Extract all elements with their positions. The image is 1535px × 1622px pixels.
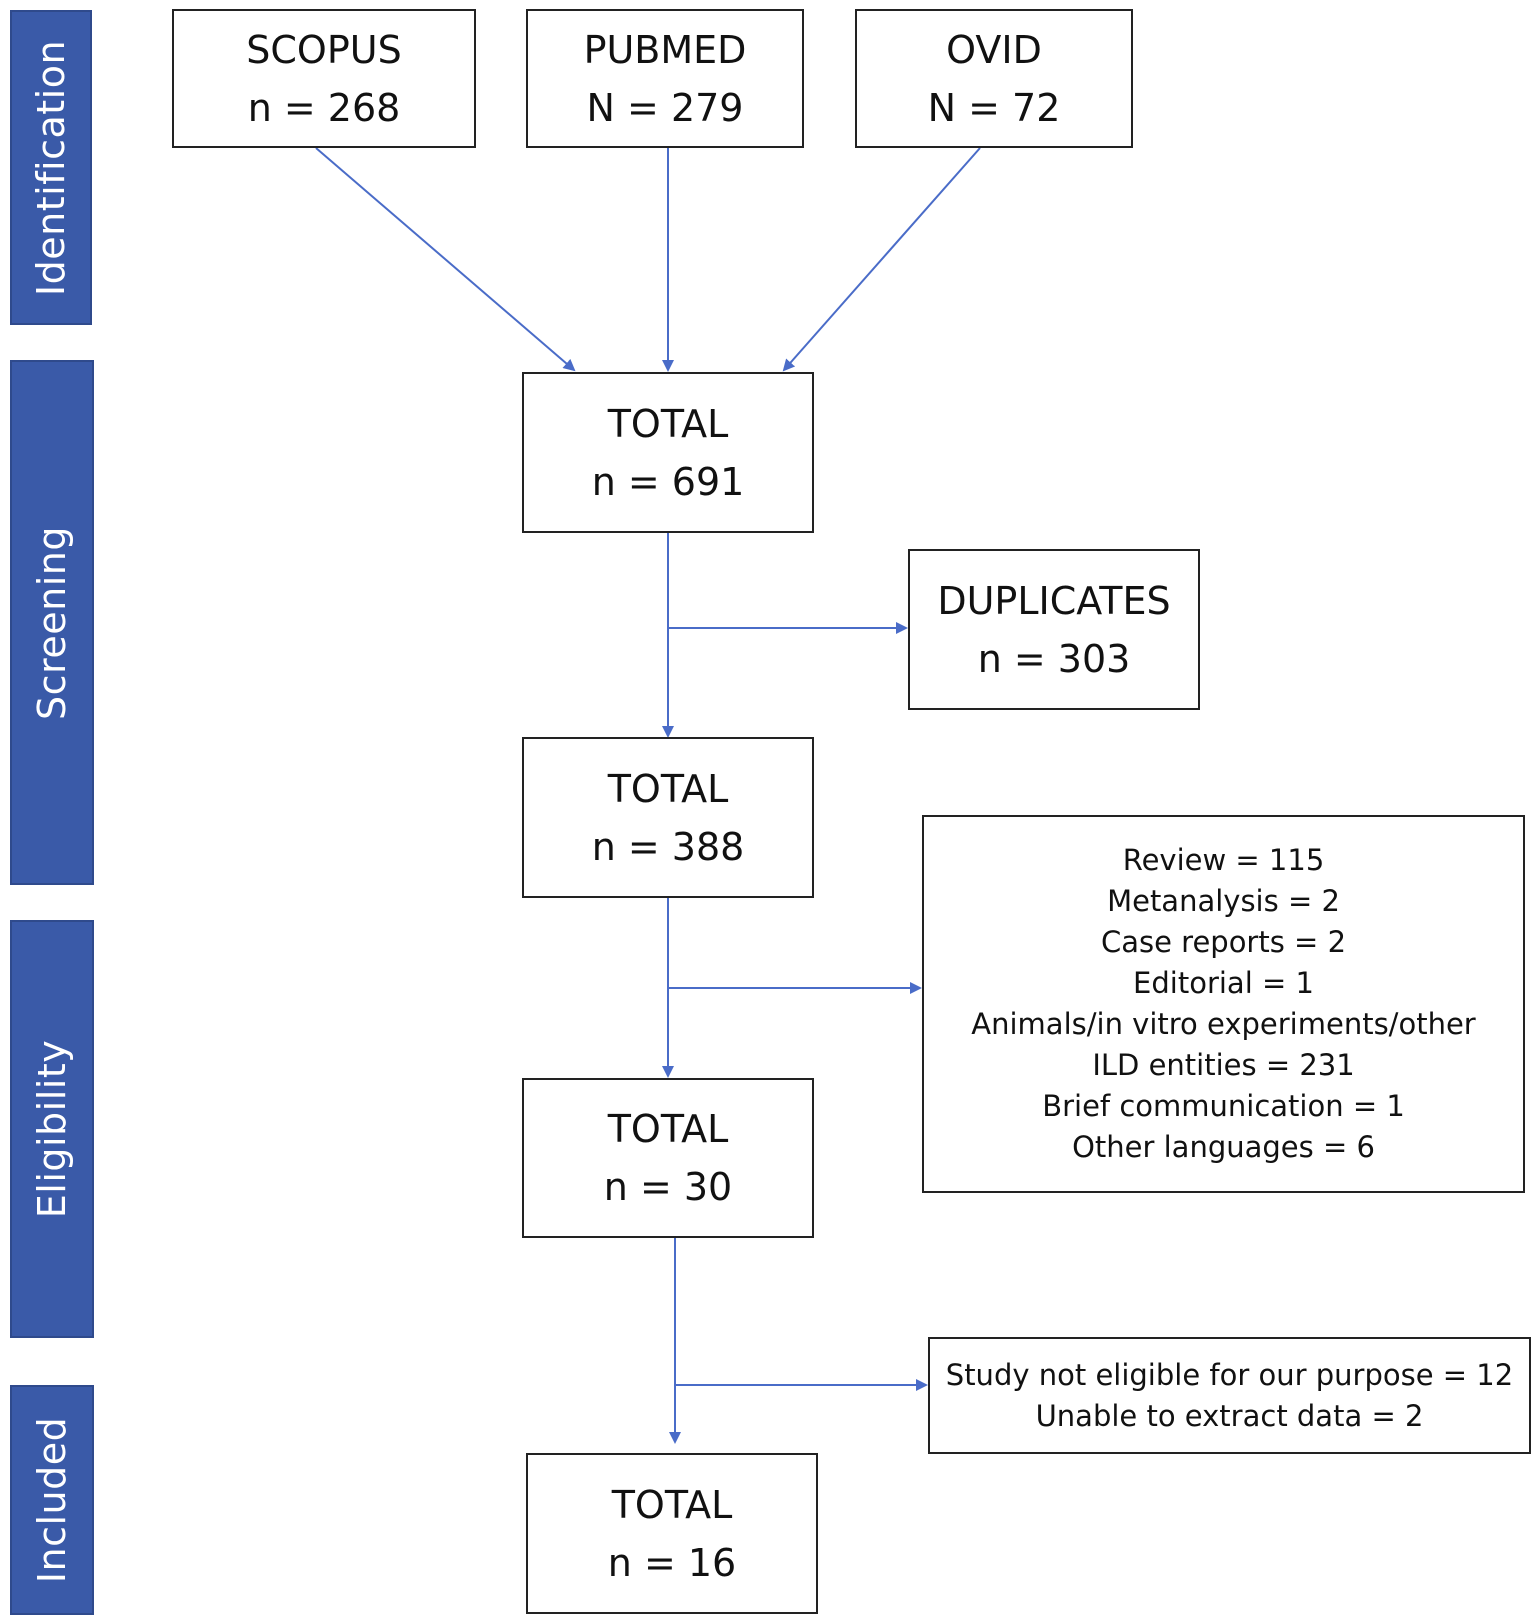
phase-band-eligibility: Eligibility <box>10 920 94 1338</box>
exclusion-metanalysis: Metanalysis = 2 <box>1107 884 1340 918</box>
duplicates-box: DUPLICATES n = 303 <box>908 549 1200 710</box>
total-box-2: TOTAL n = 388 <box>522 737 814 898</box>
total-label-2: TOTAL <box>607 766 729 811</box>
source-count-pubmed: N = 279 <box>586 85 744 130</box>
exclusion-animals-in-vitro: Animals/in vitro experiments/other <box>971 1007 1476 1041</box>
exclusion-editorial: Editorial = 1 <box>1133 966 1314 1000</box>
source-box-scopus: SCOPUS n = 268 <box>172 9 476 148</box>
source-count-scopus: n = 268 <box>247 85 401 130</box>
total-box-1: TOTAL n = 691 <box>522 372 814 533</box>
total-label-3: TOTAL <box>607 1107 729 1151</box>
eligibility-exclusions-box: Review = 115 Metanalysis = 2 Case report… <box>922 815 1525 1193</box>
source-count-ovid: N = 72 <box>927 85 1061 130</box>
arrow-scopus-to-total <box>315 147 576 372</box>
phase-band-identification: Identification <box>10 10 92 325</box>
exclusion-unable-extract: Unable to extract data = 2 <box>1035 1398 1424 1433</box>
phase-band-included: Included <box>10 1385 94 1615</box>
total-box-4: TOTAL n = 16 <box>526 1453 818 1614</box>
source-name-scopus: SCOPUS <box>246 27 402 72</box>
source-name-pubmed: PUBMED <box>583 27 747 72</box>
exclusion-review: Review = 115 <box>1122 843 1325 877</box>
exclusion-other-languages: Other languages = 6 <box>1072 1130 1375 1164</box>
arrow-ovid-to-total <box>782 147 981 372</box>
total-count-3: n = 30 <box>603 1165 733 1209</box>
total-count-4: n = 16 <box>607 1540 737 1585</box>
duplicates-count: n = 303 <box>977 636 1131 681</box>
total-box-3: TOTAL n = 30 <box>522 1078 814 1238</box>
source-box-ovid: OVID N = 72 <box>855 9 1133 148</box>
source-name-ovid: OVID <box>946 27 1042 72</box>
source-box-pubmed: PUBMED N = 279 <box>526 9 804 148</box>
exclusion-ild-entities: ILD entities = 231 <box>1092 1048 1355 1082</box>
exclusion-not-eligible: Study not eligible for our purpose = 12 <box>945 1357 1514 1392</box>
total-label-1: TOTAL <box>607 401 729 446</box>
phase-band-screening: Screening <box>10 360 94 885</box>
exclusion-brief-communication: Brief communication = 1 <box>1042 1089 1405 1123</box>
exclusion-case-reports: Case reports = 2 <box>1100 925 1347 959</box>
total-count-2: n = 388 <box>591 824 745 869</box>
total-label-4: TOTAL <box>611 1482 733 1527</box>
duplicates-label: DUPLICATES <box>937 578 1171 623</box>
included-exclusions-box: Study not eligible for our purpose = 12 … <box>928 1337 1531 1454</box>
total-count-1: n = 691 <box>591 459 745 504</box>
